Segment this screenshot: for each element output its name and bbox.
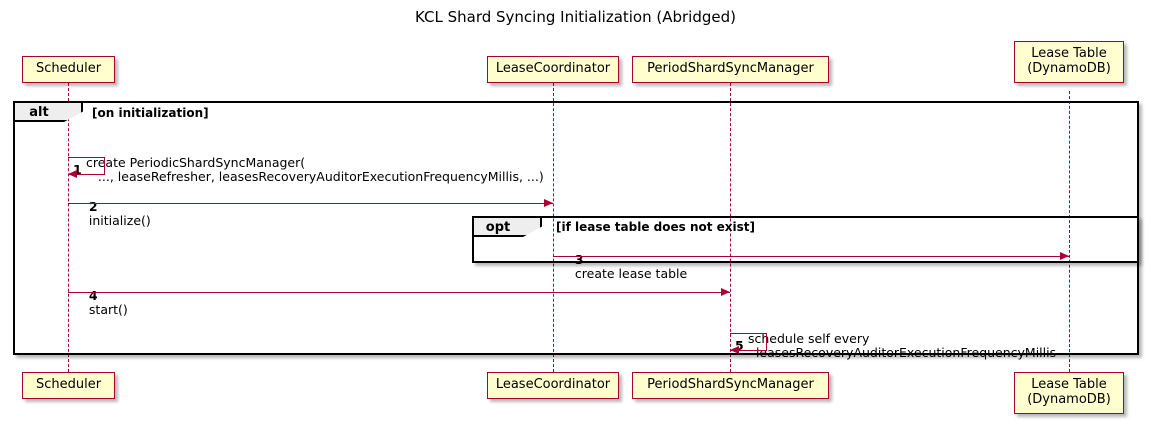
- message-2-label: 2 initialize(): [73, 186, 151, 242]
- message-5-self-call-loop: [730, 333, 767, 351]
- participant-lease-table-bottom[interactable]: Lease Table (DynamoDB): [1014, 372, 1124, 414]
- message-4-label: 4 start(): [73, 275, 128, 331]
- message-3-label: 3 create lease table: [559, 239, 687, 295]
- message-1-number: 1: [73, 162, 82, 177]
- message-4-line: [68, 292, 730, 293]
- participant-period-shard-sync-manager-top[interactable]: PeriodShardSyncManager: [632, 56, 829, 83]
- fragment-opt-kind-label: opt: [485, 220, 511, 235]
- message-1-text-line1: create PeriodicShardSyncManager(: [86, 155, 306, 170]
- fragment-alt-tab: alt: [15, 103, 83, 122]
- message-3-number: 3: [574, 252, 584, 267]
- fragment-opt-tab: opt: [474, 218, 542, 237]
- fragment-alt-guard: [on initialization]: [92, 106, 209, 120]
- fragment-alt-kind-label: alt: [29, 105, 49, 120]
- message-4-arrow-head: [721, 288, 730, 296]
- lifeline-period-shard-sync-manager: [730, 83, 731, 372]
- participant-period-shard-sync-manager-bottom[interactable]: PeriodShardSyncManager: [632, 372, 829, 399]
- message-5-text-line1: schedule self every: [748, 331, 870, 346]
- message-5-arrow-head: [730, 346, 739, 354]
- fragment-opt-guard: [if lease table does not exist]: [556, 220, 756, 234]
- message-3-line: [553, 256, 1069, 257]
- message-5-label: 5 schedule self every leasesRecoveryAudi…: [735, 304, 1056, 429]
- message-1-self-call-loop: [68, 157, 105, 175]
- participant-scheduler-top[interactable]: Scheduler: [22, 56, 115, 83]
- diagram-title: KCL Shard Syncing Initialization (Abridg…: [415, 8, 736, 26]
- message-1-arrow-head: [68, 170, 77, 178]
- participant-lease-table-top[interactable]: Lease Table (DynamoDB): [1014, 41, 1124, 83]
- message-4-text: start(): [88, 302, 128, 317]
- message-2-line: [68, 203, 553, 204]
- fragment-opt-lease-table: opt: [472, 216, 1139, 263]
- message-5-number: 5: [735, 338, 744, 353]
- message-2-number: 2: [88, 199, 98, 214]
- participant-scheduler-bottom[interactable]: Scheduler: [22, 372, 115, 399]
- message-1-text-line2: ..., leaseRefresher, leasesRecoveryAudit…: [86, 169, 544, 184]
- lifeline-lease-table: [1069, 91, 1070, 372]
- message-2-arrow-head: [544, 199, 553, 207]
- participant-lease-coordinator-bottom[interactable]: LeaseCoordinator: [487, 372, 619, 399]
- message-3-text: create lease table: [574, 266, 688, 281]
- lifeline-scheduler: [68, 83, 69, 372]
- message-5-text-line2: leasesRecoveryAuditorExecutionFrequencyM…: [748, 345, 1057, 360]
- message-2-text: initialize(): [88, 213, 151, 228]
- message-1-label: 1 create PeriodicShardSyncManager( ..., …: [73, 128, 544, 254]
- lifeline-lease-coordinator: [553, 83, 554, 372]
- message-4-number: 4: [88, 288, 98, 303]
- participant-lease-coordinator-top[interactable]: LeaseCoordinator: [487, 56, 619, 83]
- message-3-arrow-head: [1060, 252, 1069, 260]
